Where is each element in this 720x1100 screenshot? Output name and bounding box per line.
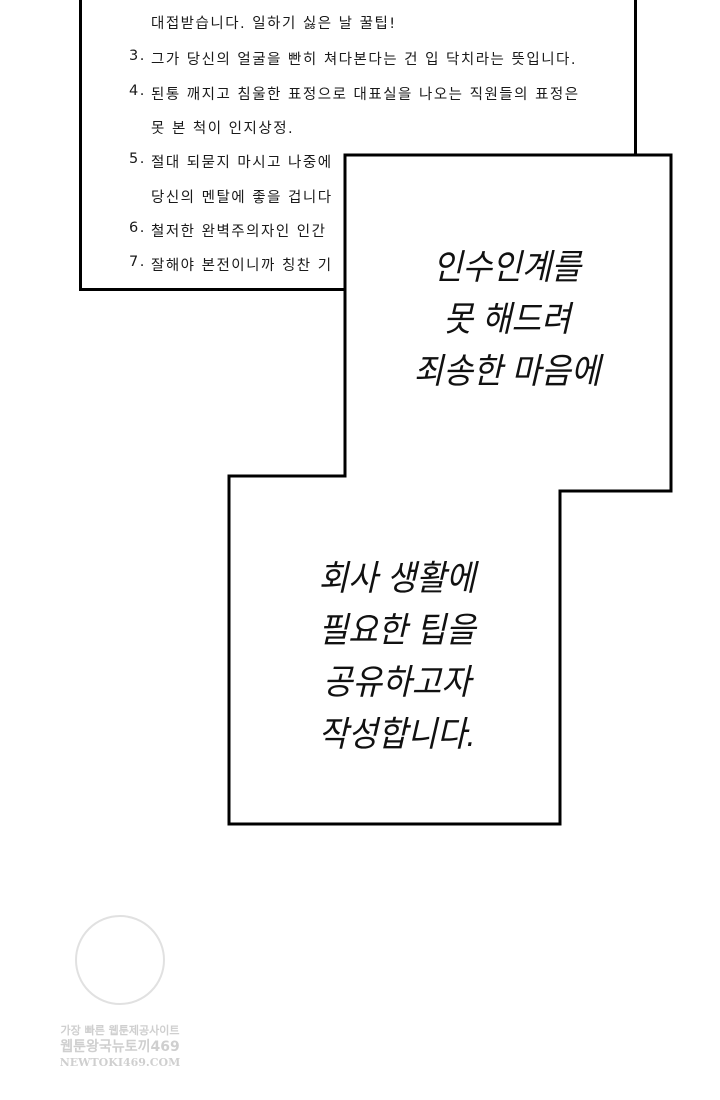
line-number: 3. bbox=[129, 48, 146, 64]
line-number: 4. bbox=[129, 83, 146, 99]
narration-top: 인수인계를 못 해드려 죄송한 마음에 bbox=[383, 242, 631, 398]
watermark-line: NEWTOKI469.COM bbox=[59, 1056, 181, 1069]
mascot-icon bbox=[75, 915, 165, 1005]
narration-bottom: 회사 생활에 필요한 팁을 공유하고자 작성합니다. bbox=[273, 553, 521, 761]
line-text: 절대 되묻지 마시고 나중에 bbox=[151, 155, 333, 171]
line-number: 5. bbox=[129, 151, 146, 167]
line-text: 그가 당신의 얼굴을 빤히 쳐다본다는 건 입 닥치라는 뜻입니다. bbox=[151, 52, 577, 68]
watermark-line: 웹툰왕국뉴토끼469 bbox=[60, 1039, 180, 1055]
line-number: 6. bbox=[129, 220, 146, 236]
narration-line: 필요한 팁을 bbox=[318, 611, 476, 650]
line-number: 7. bbox=[129, 254, 146, 270]
line-text: 대접받습니다. 일하기 싫은 날 꿀팁! bbox=[151, 16, 397, 32]
line-text: 당신의 멘탈에 좋을 겁니다 bbox=[151, 190, 333, 206]
watermark: 가장 빠른 웹툰제공사이트 웹툰왕국뉴토끼469 NEWTOKI469.COM bbox=[45, 915, 195, 1085]
narration-line: 인수인계를 bbox=[432, 248, 582, 287]
narration-line: 죄송한 마음에 bbox=[413, 352, 601, 391]
line-text: 잘해야 본전이니까 칭찬 기 bbox=[151, 258, 333, 274]
narration-line: 회사 생활에 bbox=[318, 559, 476, 598]
narration-line: 공유하고자 bbox=[322, 663, 472, 702]
watermark-line: 가장 빠른 웹툰제공사이트 bbox=[60, 1024, 180, 1037]
narration-line: 못 해드려 bbox=[443, 300, 571, 339]
narration-line: 작성합니다. bbox=[318, 715, 476, 754]
line-text: 된통 깨지고 침울한 표정으로 대표실을 나오는 직원들의 표정은 bbox=[151, 87, 580, 103]
line-text: 못 본 척이 인지상정. bbox=[151, 121, 295, 137]
line-text: 철저한 완벽주의자인 인간 bbox=[151, 224, 327, 240]
